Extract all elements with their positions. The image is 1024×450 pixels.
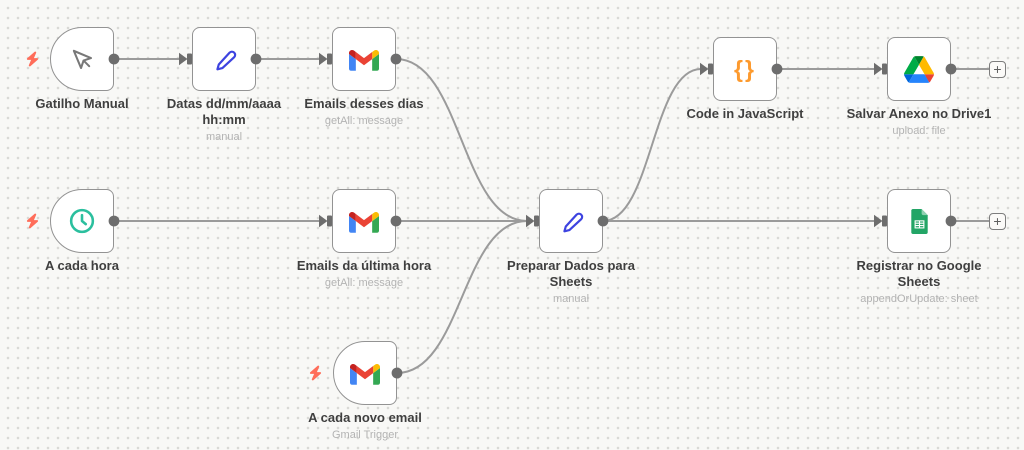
node-emails-desses-dias[interactable] [332, 27, 396, 91]
clock-icon [68, 207, 96, 235]
node-title: Gatilho Manual [35, 96, 129, 111]
add-node-button[interactable]: + [989, 60, 1006, 78]
node-title: Emails desses dias [304, 96, 424, 111]
node-title: Registrar no Google Sheets [856, 258, 982, 289]
google-sheets-icon [910, 208, 929, 234]
pen-icon [559, 209, 584, 234]
connection-preparar-dados-to-code-js[interactable] [602, 68, 702, 222]
trigger-bolt-icon [309, 365, 322, 381]
node-title: Preparar Dados para Sheets [507, 258, 635, 289]
node-subtitle: getAll: message [324, 115, 404, 127]
connection-emails-desses-dias-to-preparar-dados[interactable] [395, 58, 528, 222]
code-braces-icon: {} [734, 55, 756, 82]
mouse-pointer-icon [69, 46, 95, 72]
node-subtitle: Gmail Trigger [331, 429, 399, 441]
node-code-js[interactable]: {} [713, 37, 777, 101]
node-title: Datas dd/mm/aaaa hh:mm [166, 96, 282, 127]
gmail-icon [349, 48, 379, 71]
node-title: A cada novo email [308, 410, 422, 425]
node-a-cada-hora[interactable] [50, 189, 114, 253]
add-node-button[interactable]: + [989, 212, 1006, 230]
node-subtitle: getAll: message [324, 277, 404, 289]
trigger-bolt-icon [26, 51, 39, 67]
node-title: Code in JavaScript [686, 106, 804, 121]
node-subtitle: manual [205, 131, 243, 143]
google-drive-icon [904, 55, 934, 83]
node-datas[interactable] [192, 27, 256, 91]
connection-a-cada-novo-email-to-preparar-dados[interactable] [396, 220, 528, 374]
node-a-cada-novo-email[interactable] [333, 341, 397, 405]
node-subtitle: upload: file [892, 125, 946, 137]
node-preparar-dados[interactable] [539, 189, 603, 253]
node-title: A cada hora [45, 258, 119, 273]
node-subtitle: manual [552, 293, 590, 305]
trigger-bolt-icon [26, 213, 39, 229]
node-emails-ultima-hora[interactable] [332, 189, 396, 253]
node-title: Salvar Anexo no Drive1 [846, 106, 992, 121]
node-registrar-sheets[interactable] [887, 189, 951, 253]
gmail-icon [349, 210, 379, 233]
node-gatilho-manual[interactable] [50, 27, 114, 91]
node-salvar-anexo-drive[interactable] [887, 37, 951, 101]
gmail-icon [350, 362, 380, 385]
pen-icon [212, 47, 237, 72]
node-subtitle: appendOrUpdate: sheet [860, 293, 978, 305]
node-title: Emails da última hora [296, 258, 432, 273]
